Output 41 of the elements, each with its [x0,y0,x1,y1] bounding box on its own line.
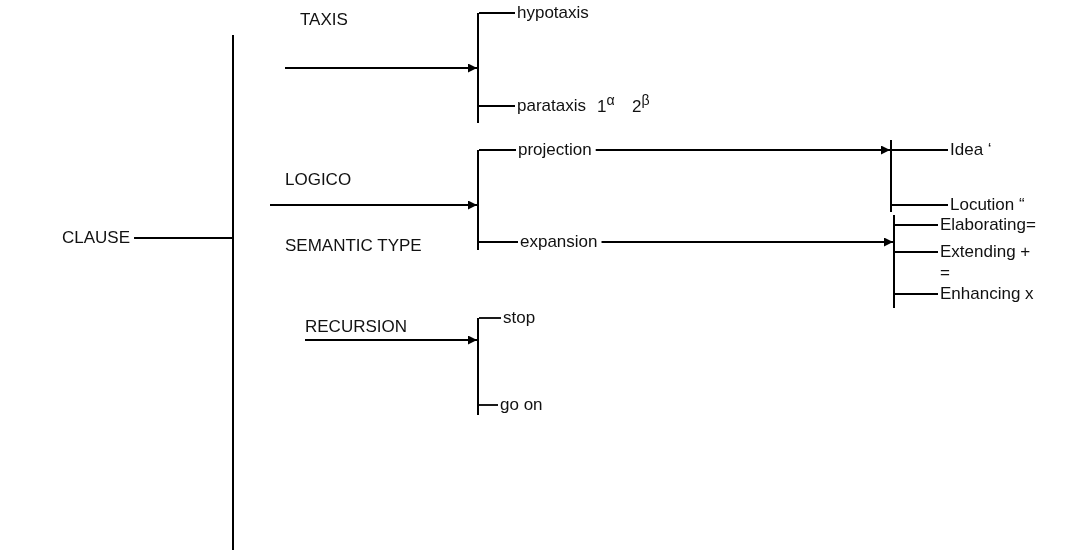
feature-label: stop [503,308,536,328]
edge-label: LOGICO SEMANTIC TYPE [285,169,423,257]
arrow [284,63,478,73]
connector-line [894,293,939,295]
edge-label: RECURSION [305,317,407,337]
connector-line [478,105,516,107]
connector-line [133,237,233,239]
feature-label: go on [500,395,543,415]
connector-line [894,251,939,253]
system-bracket [477,13,479,123]
feature-label: projection [518,140,592,160]
connector-line [891,149,949,151]
feature-label: Elaborating= [940,215,1036,235]
arrow [594,145,891,155]
system-bracket [477,318,479,415]
system-bracket [890,140,892,212]
arrow [600,237,894,247]
edge-label: TAXIS [300,10,348,30]
feature-label: hypotaxis [517,3,589,23]
notation-symbol: 2$^{β}$ [632,91,650,117]
feature-label: CLAUSE [62,228,131,248]
notation-symbol: 1$^{α}$ [597,91,615,117]
feature-label: Idea ‘ [950,140,992,160]
feature-label: Enhancing x [940,284,1034,304]
connector-line [478,241,519,243]
connector-line [478,12,516,14]
system-bracket [232,35,234,550]
system-bracket [477,150,479,250]
arrow [269,200,478,210]
connector-line [478,149,517,151]
feature-label: parataxis [517,96,586,116]
feature-label: Locution “ [950,195,1025,215]
feature-label: expansion [520,232,598,252]
notation-symbol: = [940,263,950,283]
arrow [304,335,478,345]
feature-label: Extending + [940,242,1031,262]
connector-line [891,204,949,206]
connector-line [478,317,502,319]
system-bracket [893,215,895,308]
connector-line [894,224,939,226]
connector-line [478,404,499,406]
